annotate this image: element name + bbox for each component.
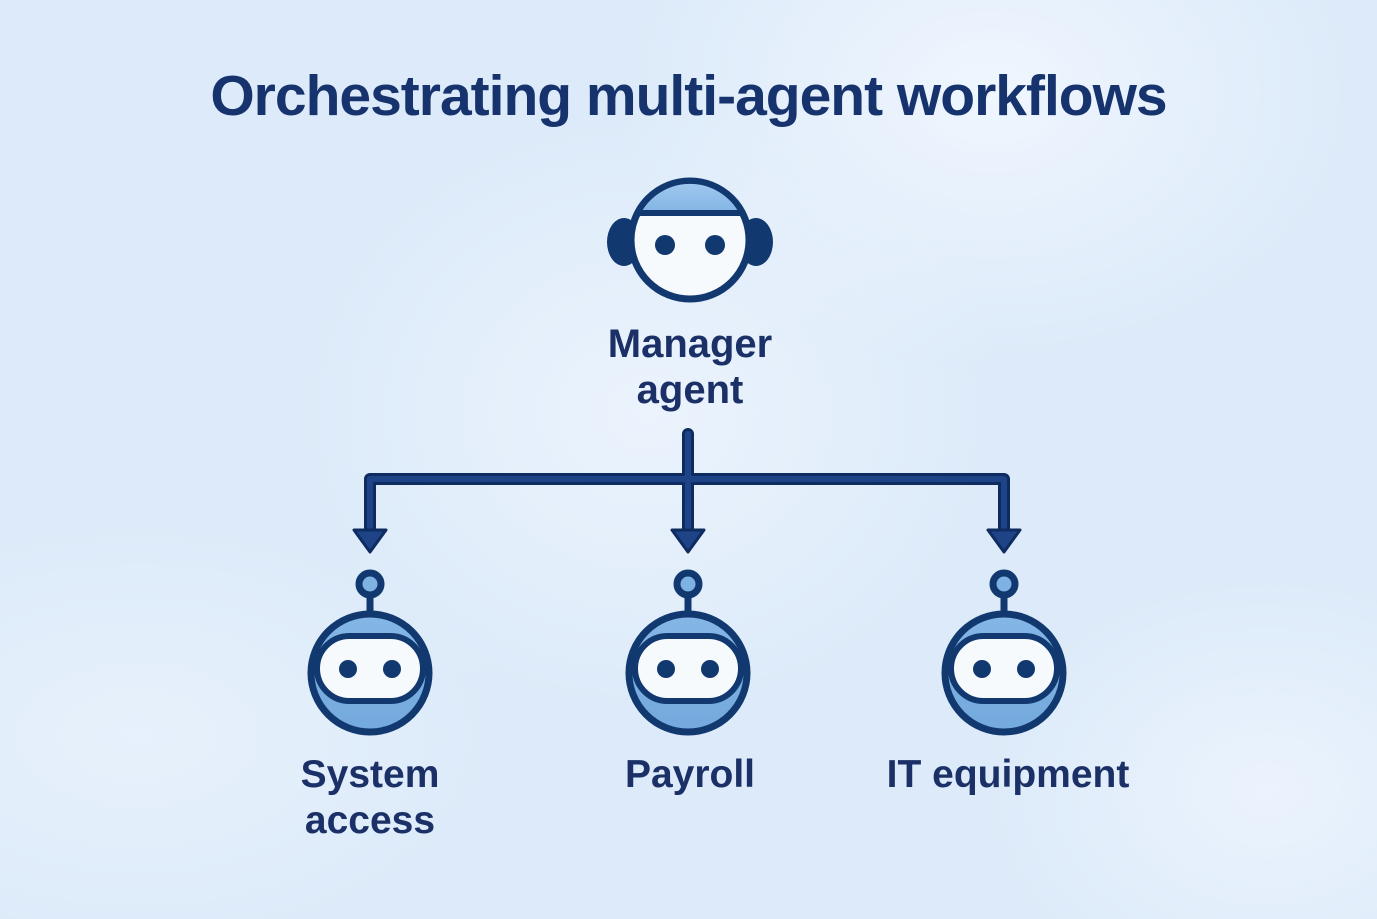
diagram-title: Orchestrating multi-agent workflows bbox=[210, 64, 1167, 128]
worker-label-it-equipment: IT equipment bbox=[886, 753, 1130, 796]
worker-face bbox=[632, 633, 744, 704]
manager-agent-label: Manager agent bbox=[607, 322, 773, 412]
connector-lines bbox=[364, 428, 1010, 543]
worker-face bbox=[948, 633, 1060, 704]
worker-label-system-access: System access bbox=[300, 753, 440, 842]
worker-eyes bbox=[973, 660, 1035, 678]
manager-cap bbox=[634, 178, 746, 216]
antenna-ball bbox=[989, 569, 1019, 599]
worker-eyes bbox=[339, 660, 401, 678]
worker-eyes bbox=[657, 660, 719, 678]
worker-robot-icon bbox=[307, 569, 433, 736]
worker-face bbox=[314, 633, 426, 704]
antenna-ball bbox=[673, 569, 703, 599]
worker-robot-icon bbox=[941, 569, 1067, 736]
antenna-ball bbox=[355, 569, 385, 599]
worker-label-payroll: Payroll bbox=[624, 753, 756, 796]
manager-robot-icon bbox=[607, 177, 773, 303]
worker-robot-icon bbox=[625, 569, 751, 736]
manager-eyes bbox=[655, 235, 725, 255]
arrow-down-icons bbox=[352, 528, 1022, 554]
